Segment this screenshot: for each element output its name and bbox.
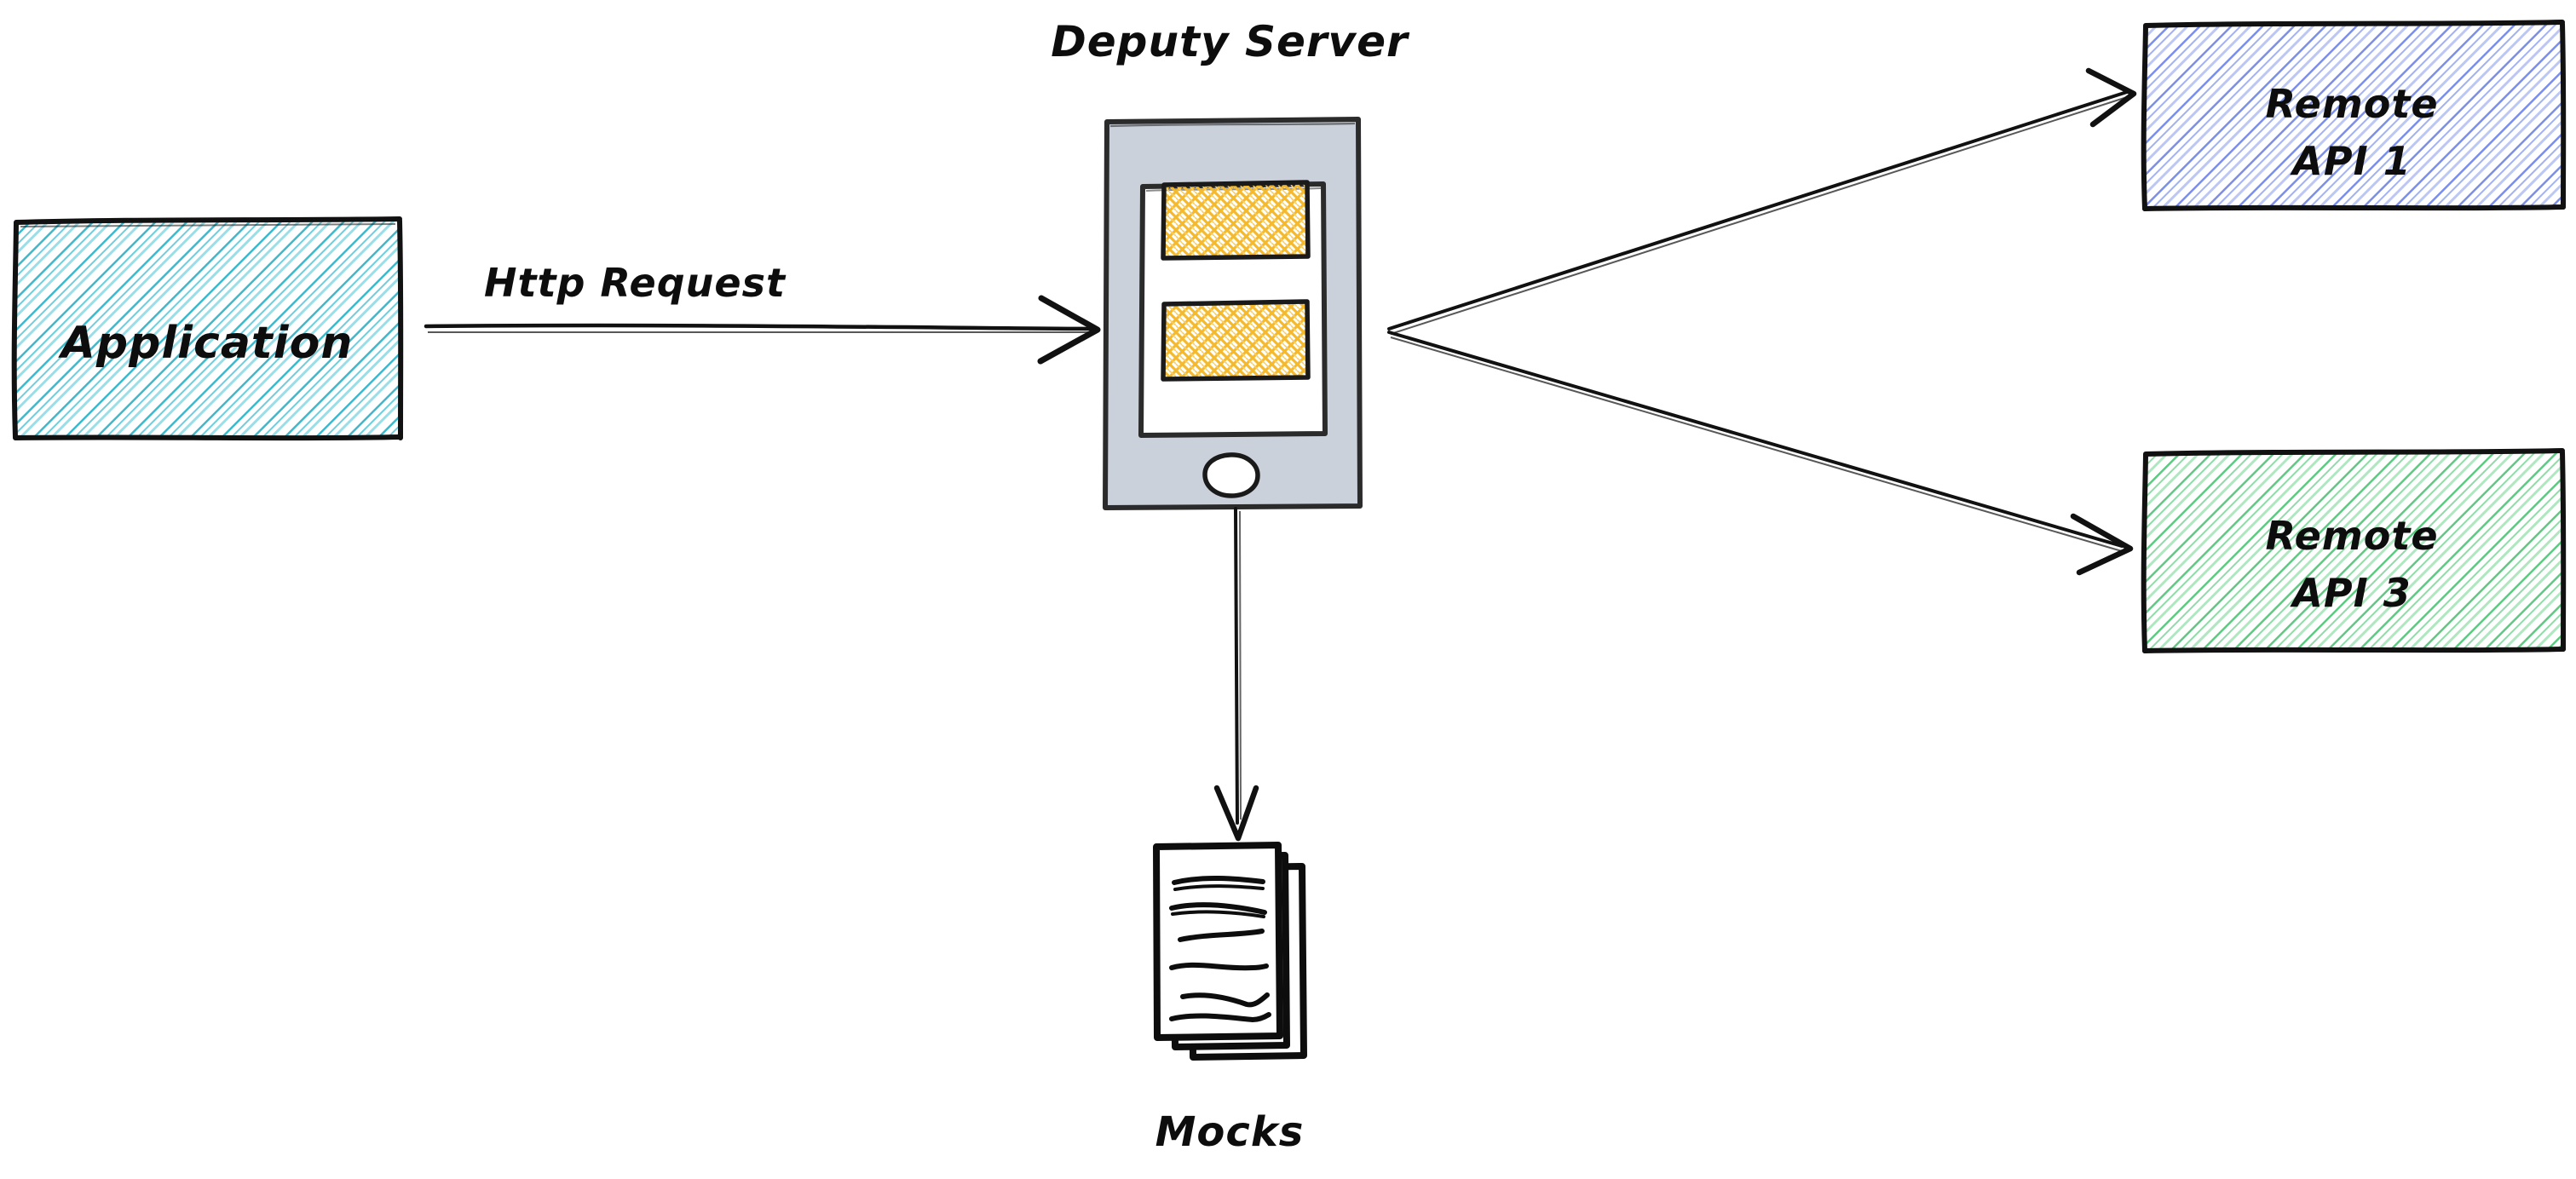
mock-slot-2-border bbox=[1161, 299, 1311, 382]
node-mocks[interactable]: Mocks bbox=[1153, 842, 1307, 1156]
mocks-line bbox=[1234, 507, 1239, 825]
edge-deputy-to-api-1[interactable] bbox=[1387, 67, 2137, 335]
remote-api-1-border-left bbox=[2141, 24, 2148, 211]
application-label: Application bbox=[58, 318, 354, 369]
node-application[interactable]: Application bbox=[11, 216, 404, 441]
http-request-line bbox=[424, 323, 1095, 331]
deputy-server-title: Deputy Server bbox=[1051, 17, 1410, 66]
remote-api-3-label-line2: API 3 bbox=[2290, 570, 2411, 616]
application-border-bottom bbox=[13, 434, 403, 441]
api1-line bbox=[1387, 90, 2129, 331]
api3-line bbox=[1387, 331, 2124, 548]
http-request-label: Http Request bbox=[484, 260, 787, 306]
home-button-icon[interactable] bbox=[1202, 452, 1260, 498]
api1-arrowhead-icon bbox=[2085, 67, 2137, 128]
application-border-top bbox=[14, 216, 402, 225]
remote-api-3-border-bottom bbox=[2142, 647, 2566, 653]
mocks-line-sketch bbox=[1239, 510, 1242, 820]
mock-slot-1[interactable] bbox=[1161, 180, 1311, 261]
mocks-arrowhead-icon bbox=[1213, 785, 1259, 842]
mock-slot-1-border bbox=[1161, 180, 1311, 261]
remote-api-1-fill bbox=[2144, 23, 2563, 209]
api3-arrowhead-icon bbox=[2070, 513, 2134, 576]
node-remote-api-1[interactable]: Remote API 1 bbox=[2141, 20, 2567, 211]
mocks-label: Mocks bbox=[1155, 1108, 1305, 1156]
edge-deputy-to-api-3[interactable] bbox=[1387, 331, 2134, 576]
node-remote-api-3[interactable]: Remote API 3 bbox=[2141, 448, 2567, 653]
mocks-page-1 bbox=[1153, 842, 1283, 1041]
application-border-sketch bbox=[20, 223, 396, 227]
remote-api-1-border-bottom bbox=[2142, 204, 2566, 211]
mock-slot-2-fill bbox=[1163, 303, 1306, 377]
edge-deputy-to-mocks[interactable] bbox=[1213, 507, 1259, 842]
mocks-text-lines bbox=[1169, 875, 1271, 1023]
remote-api-1-border-right bbox=[2560, 21, 2567, 210]
node-deputy-server[interactable]: Deputy Server bbox=[1051, 17, 1410, 510]
device-body-sketch bbox=[1109, 122, 1356, 128]
remote-api-1-label-line1: Remote bbox=[2265, 81, 2438, 127]
remote-api-3-border-right bbox=[2560, 450, 2567, 652]
http-request-arrowhead-icon bbox=[1037, 295, 1101, 365]
remote-api-1-label-line2: API 1 bbox=[2290, 138, 2411, 184]
application-border-left bbox=[11, 221, 19, 440]
remote-api-3-border-top bbox=[2143, 448, 2565, 457]
application-border-right bbox=[397, 218, 404, 440]
remote-api-3-fill bbox=[2144, 451, 2563, 651]
api3-line-sketch bbox=[1390, 336, 2123, 552]
application-fill bbox=[14, 220, 401, 438]
mock-slot-1-fill bbox=[1163, 184, 1306, 256]
remote-api-3-border-left bbox=[2141, 452, 2148, 653]
remote-api-3-label-line1: Remote bbox=[2265, 513, 2438, 559]
mock-slot-2[interactable] bbox=[1161, 299, 1311, 382]
remote-api-1-border-top bbox=[2143, 20, 2565, 28]
api1-line-sketch bbox=[1390, 96, 2128, 335]
http-request-line-sketch bbox=[427, 331, 1092, 333]
edge-app-to-deputy[interactable]: Http Request bbox=[424, 260, 1101, 365]
